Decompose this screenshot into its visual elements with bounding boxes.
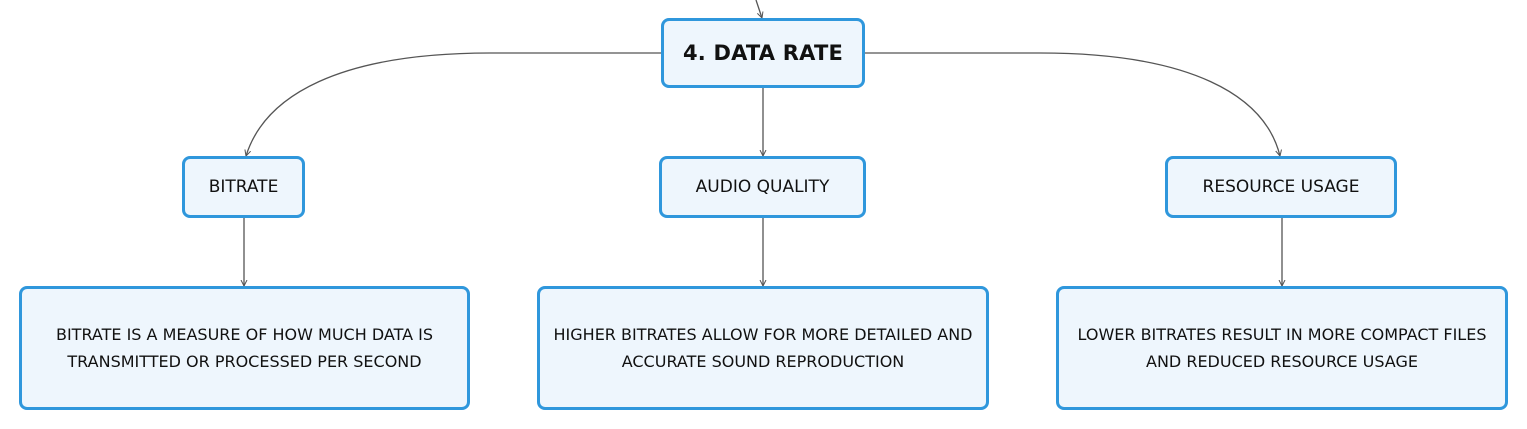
root-node-data-rate[interactable]: 4. DATA RATE [661, 18, 865, 88]
detail-node-audio-quality[interactable]: HIGHER BITRATES ALLOW FOR MORE DETAILED … [537, 286, 989, 410]
detail-node-text: LOWER BITRATES RESULT IN MORE COMPACT FI… [1077, 325, 1487, 371]
topic-node-audio-quality[interactable]: AUDIO QUALITY [659, 156, 866, 218]
detail-node-text: BITRATE IS A MEASURE OF HOW MUCH DATA IS… [55, 325, 434, 371]
root-node-label: 4. DATA RATE [682, 41, 844, 65]
connector-root-to-bitrate [246, 52, 661, 156]
topic-node-resource-usage[interactable]: RESOURCE USAGE [1165, 156, 1397, 218]
detail-node-bitrate[interactable]: BITRATE IS A MEASURE OF HOW MUCH DATA IS… [19, 286, 470, 410]
detail-node-resource-usage[interactable]: LOWER BITRATES RESULT IN MORE COMPACT FI… [1056, 286, 1508, 410]
topic-node-label: RESOURCE USAGE [1202, 177, 1360, 197]
connector-root-to-resource-usage [865, 52, 1280, 156]
topic-node-label: BITRATE [208, 177, 279, 197]
topic-node-label: AUDIO QUALITY [695, 177, 830, 197]
detail-node-text: HIGHER BITRATES ALLOW FOR MORE DETAILED … [553, 325, 973, 371]
incoming-connector [755, 0, 762, 18]
topic-node-bitrate[interactable]: BITRATE [182, 156, 305, 218]
